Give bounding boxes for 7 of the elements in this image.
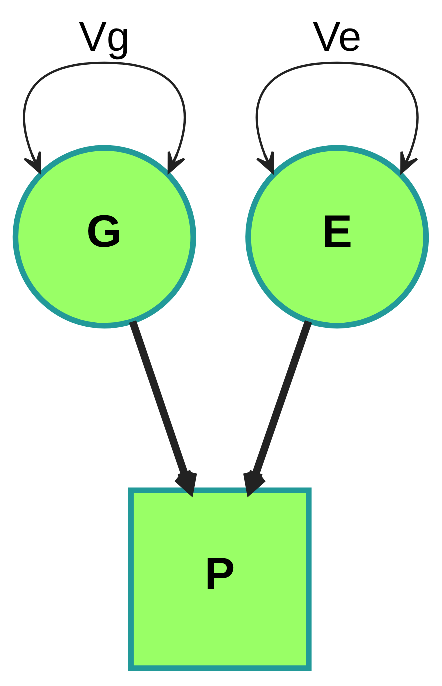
node-box: P bbox=[128, 488, 312, 672]
node-circle: G bbox=[12, 145, 196, 329]
edge-label: Ve bbox=[313, 12, 362, 60]
node-circle: E bbox=[246, 145, 430, 329]
arrow bbox=[256, 62, 419, 174]
arrow bbox=[23, 62, 186, 174]
edge-label: Vg bbox=[79, 12, 130, 60]
